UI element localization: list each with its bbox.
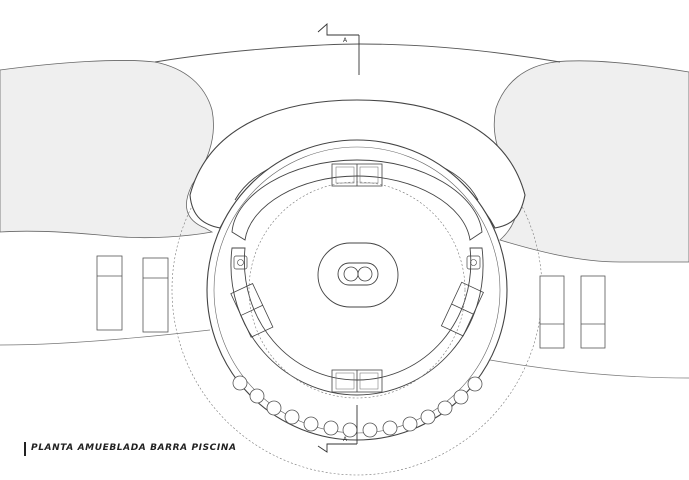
section-line-bottom: [317, 405, 358, 453]
sink-left-drain: [237, 259, 244, 266]
bar-counter: [231, 159, 483, 241]
deck-edge-right: [489, 359, 689, 379]
equipment-left: [230, 283, 274, 338]
equipment-right: [440, 281, 484, 337]
drawing-title: PLANTA AMUEBLADA BARRA PISCINA: [31, 443, 237, 453]
central-island-inner: [337, 262, 379, 286]
equipment-bottom: [331, 369, 383, 393]
sun-loungers-left: [96, 255, 169, 333]
sink-right: [466, 255, 481, 270]
equipment-top: [331, 163, 383, 187]
sun-loungers-right: [539, 275, 606, 349]
section-marker-bottom: A: [343, 436, 348, 443]
central-sink-right: [357, 266, 373, 282]
pool-left: [0, 60, 214, 239]
pool-right: [493, 60, 689, 263]
sink-left: [233, 255, 248, 270]
section-line-top: [317, 22, 360, 75]
section-marker-top: A: [343, 37, 348, 44]
central-island-outer: [317, 242, 399, 308]
pool-edge-top: [154, 43, 561, 63]
title-bar: [24, 442, 26, 456]
deck-edge-left: [0, 329, 211, 346]
sink-right-drain: [470, 259, 477, 266]
bar-stools: [232, 375, 483, 438]
